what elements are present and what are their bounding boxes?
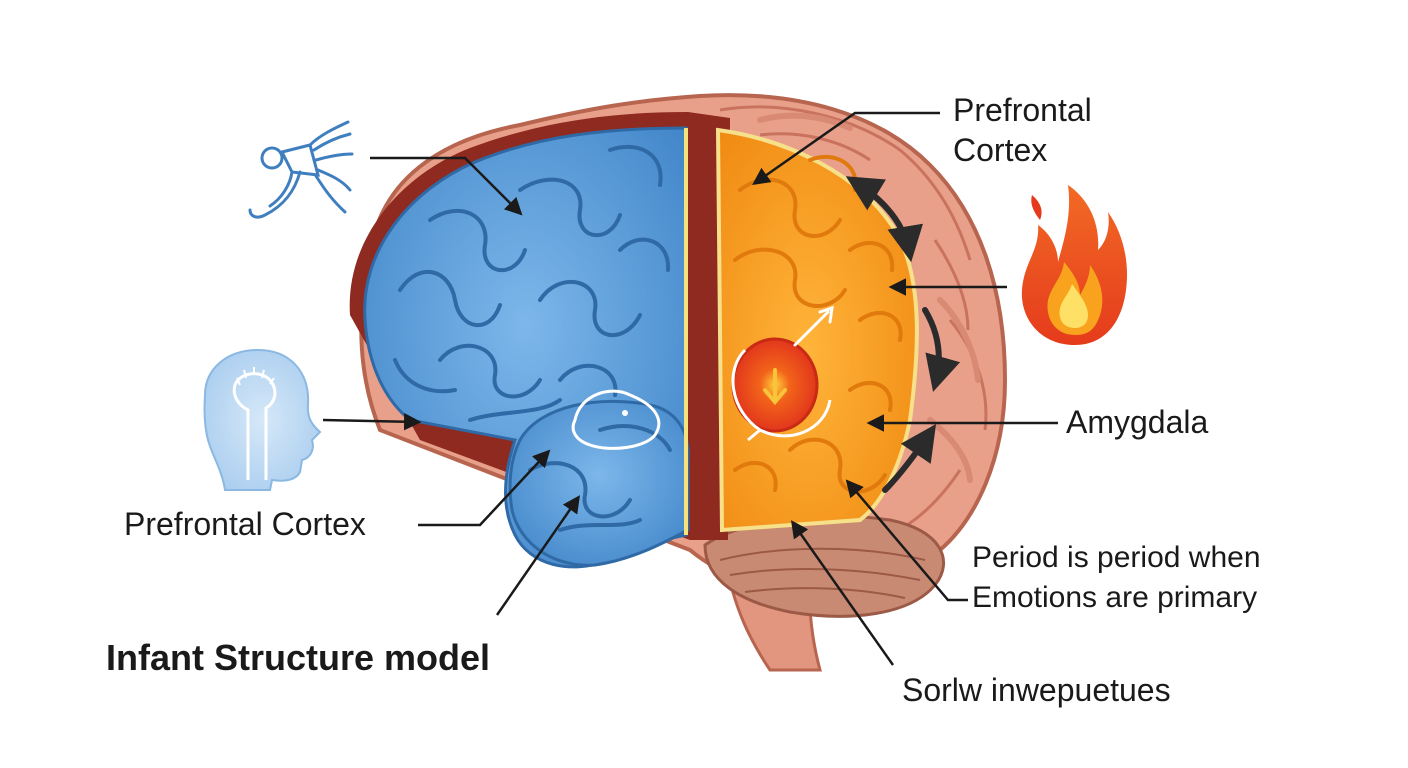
leader-model [495, 495, 580, 616]
leader-head [322, 412, 422, 431]
label-line: Prefrontal [953, 92, 1092, 128]
model-title: Infant Structure model [106, 637, 491, 678]
amygdala-label: Amygdala [1066, 404, 1209, 440]
head-silhouette-icon [203, 348, 322, 491]
leader-lines [322, 111, 1058, 666]
ear-cochlea-icon [248, 120, 354, 219]
prefrontal-cortex-top-label: Prefrontal Cortex [953, 90, 1092, 170]
leader-prefrontal-top [752, 111, 940, 186]
note-line: Emotions are primary [972, 581, 1258, 614]
leader-ear [370, 156, 523, 216]
bottom-label: Sorlw inwepuetues [902, 672, 1171, 708]
blue-hemisphere [363, 126, 690, 569]
label-line: Cortex [953, 132, 1048, 168]
circulation-arrows [845, 176, 961, 493]
leader-prefrontal-left [418, 449, 551, 527]
period-note: Period is period when Emotions are prima… [972, 538, 1261, 618]
prefrontal-cortex-left-label: Prefrontal Cortex [124, 506, 366, 542]
note-line: Period is period when [972, 541, 1261, 574]
leader-note [845, 479, 968, 602]
flame-icon [1021, 185, 1128, 345]
leader-bottom [790, 520, 895, 666]
